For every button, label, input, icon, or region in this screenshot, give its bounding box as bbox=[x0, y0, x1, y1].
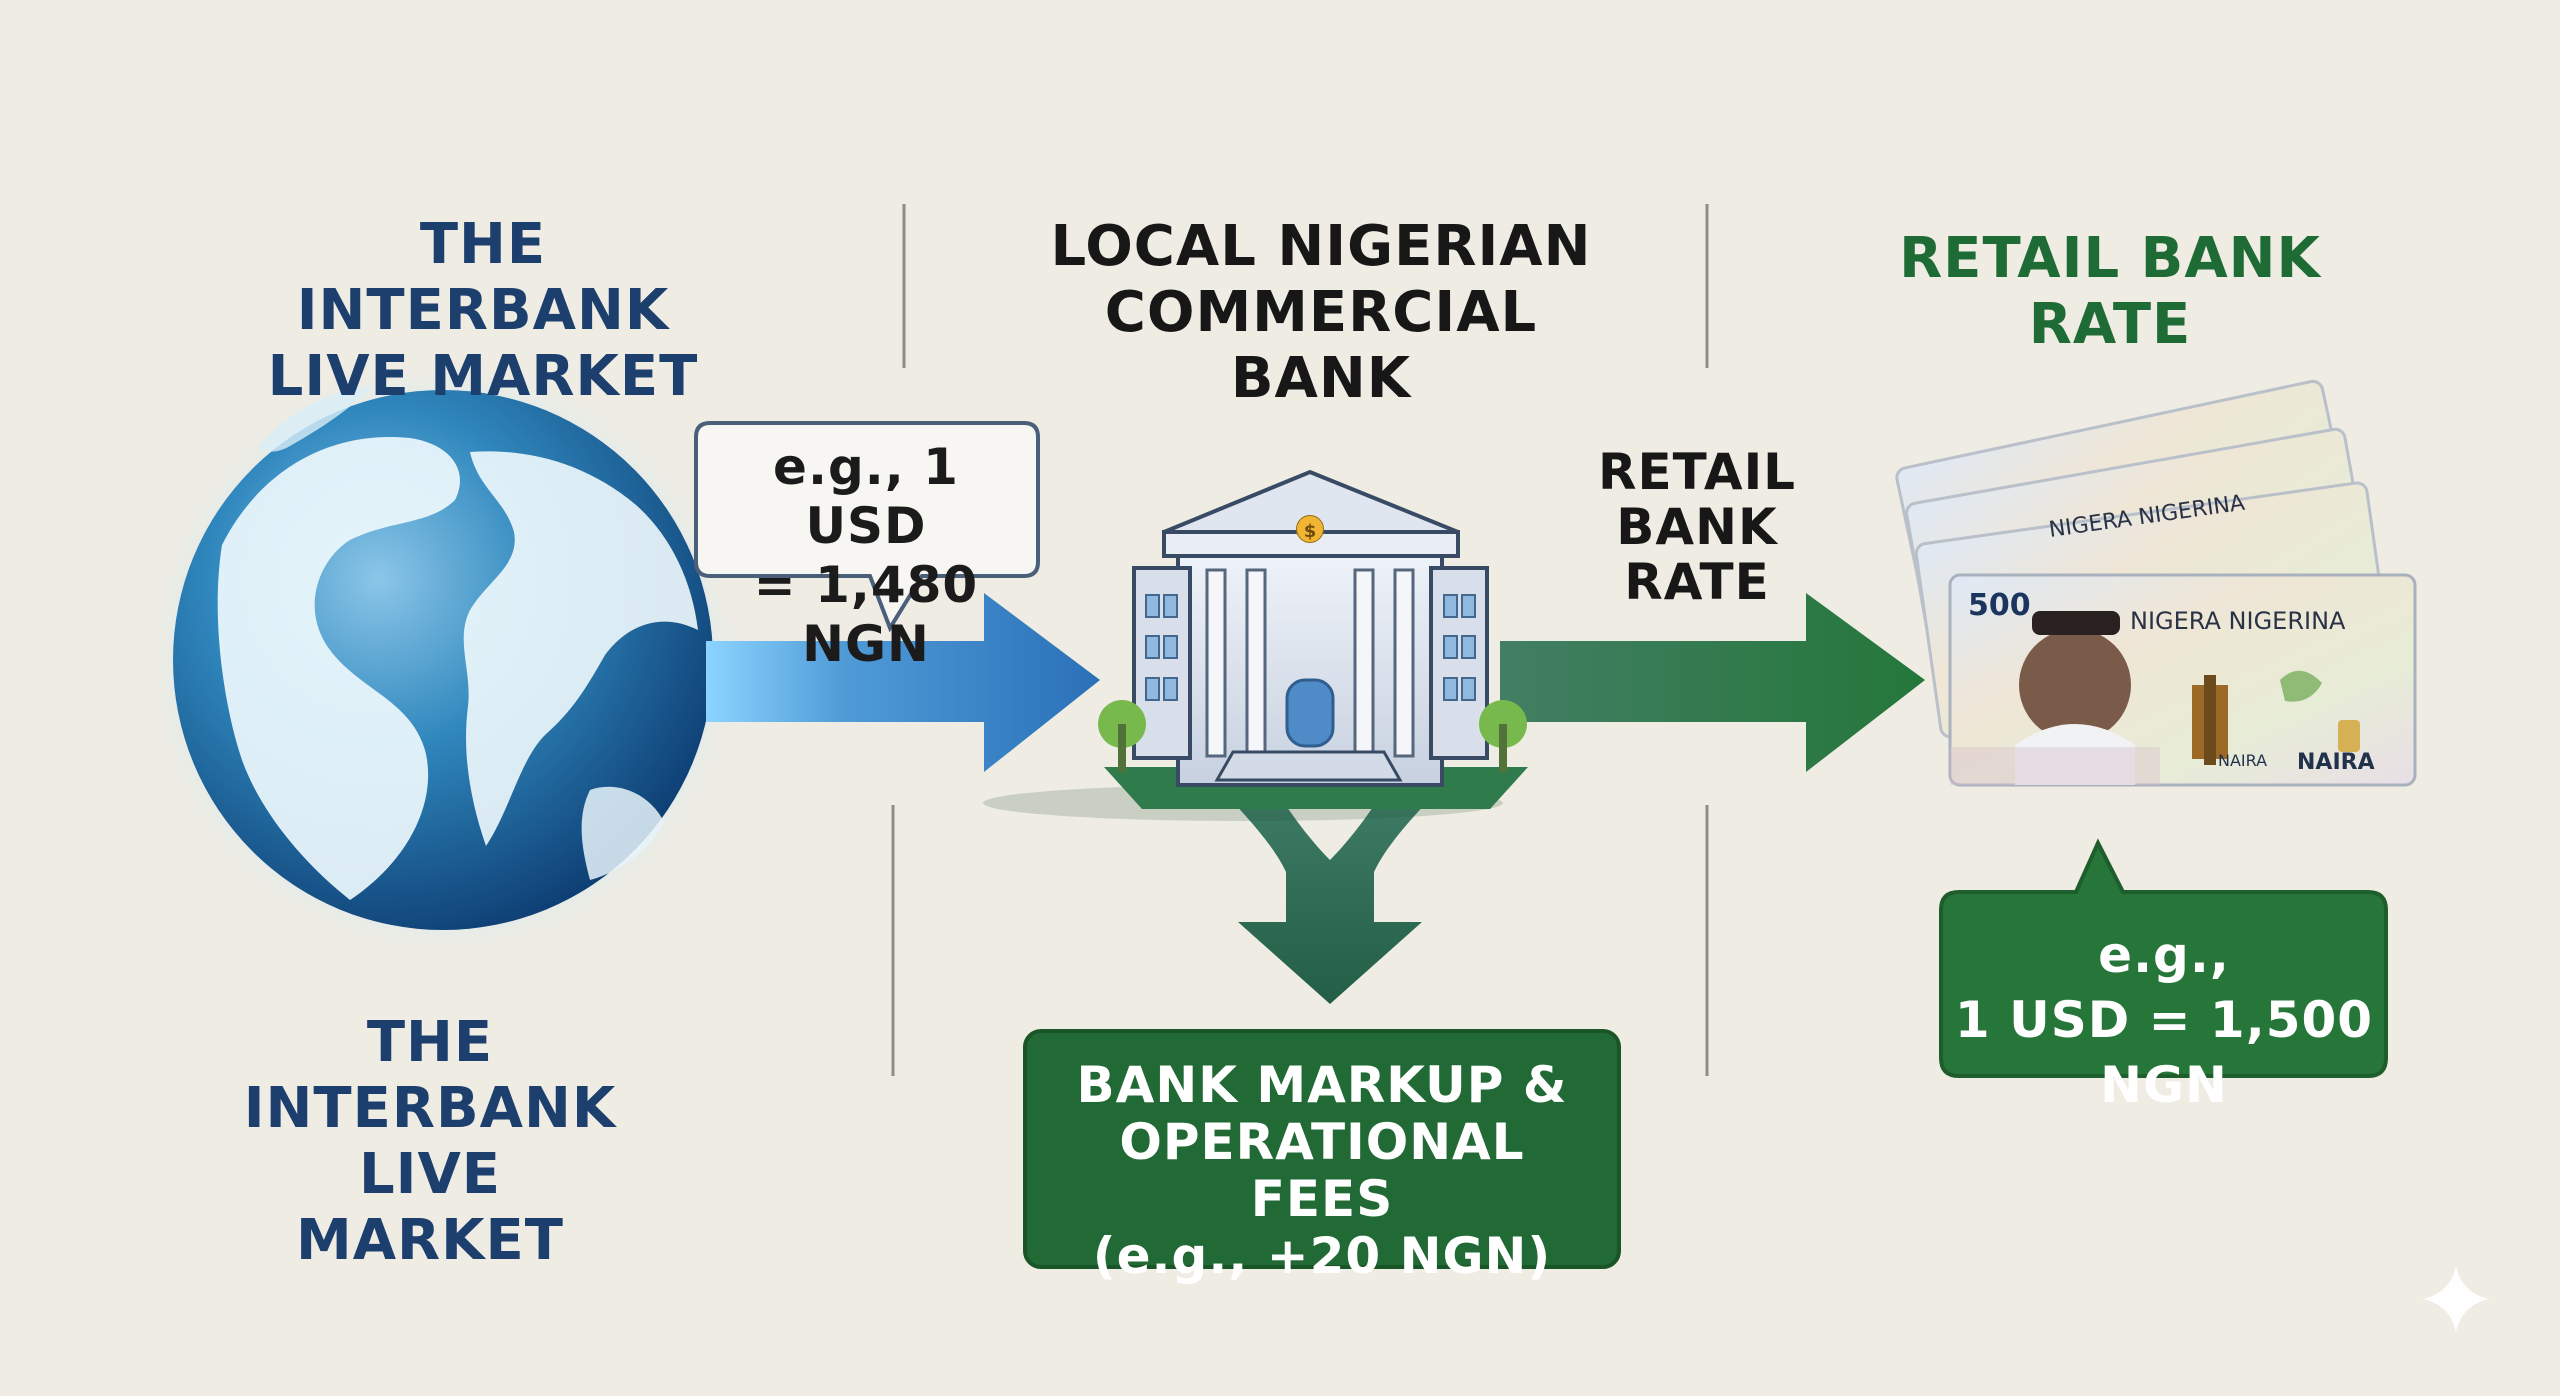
bank-dollar-symbol: $ bbox=[1304, 521, 1317, 542]
left-column-title: THE INTERBANK LIVE MARKET bbox=[267, 212, 699, 410]
markup-down-arrow bbox=[1222, 790, 1438, 1004]
interbank-callout-bubble bbox=[694, 421, 1040, 633]
center-column-title: LOCAL NIGERIAN COMMERCIAL BANK bbox=[1050, 214, 1592, 412]
retail-rate-callout-bubble bbox=[1939, 838, 2388, 1078]
banknote-small-label: NAIRA bbox=[2218, 751, 2267, 770]
banknote-stack-icon: 500 NIGERA NIGERINA NAIRA NAIRA NIGERA N… bbox=[1895, 379, 2417, 787]
retail-rate-callout: e.g., 1 USD = 1,500 NGN bbox=[1954, 926, 2374, 1114]
retail-bank-rate-arrow-label: RETAIL BANK RATE bbox=[1598, 443, 1797, 611]
column-dividers bbox=[891, 204, 1709, 1076]
banknote-main-text: NIGERA NIGERINA bbox=[2130, 607, 2346, 635]
sparkle-icon bbox=[2423, 1266, 2489, 1332]
banknote-denomination: 500 bbox=[1968, 588, 2031, 623]
banknote-currency-label: NAIRA bbox=[2297, 750, 2375, 775]
interbank-rate-callout: e.g., 1 USD = 1,480 NGN bbox=[753, 438, 979, 673]
bank-building-icon bbox=[983, 469, 1528, 821]
right-column-title: RETAIL BANK RATE bbox=[1899, 226, 2321, 358]
markup-fees-box bbox=[1023, 1029, 1621, 1269]
interbank-to-bank-arrow bbox=[706, 593, 1100, 772]
markup-fees-text: BANK MARKUP & OPERATIONAL FEES (e.g., +2… bbox=[1076, 1056, 1568, 1285]
bank-dollar-badge bbox=[1297, 516, 1323, 542]
globe-icon bbox=[143, 360, 743, 960]
bank-to-retail-arrow bbox=[1500, 593, 1925, 772]
left-column-bottom-title: THE INTERBANK LIVE MARKET bbox=[243, 1010, 617, 1274]
